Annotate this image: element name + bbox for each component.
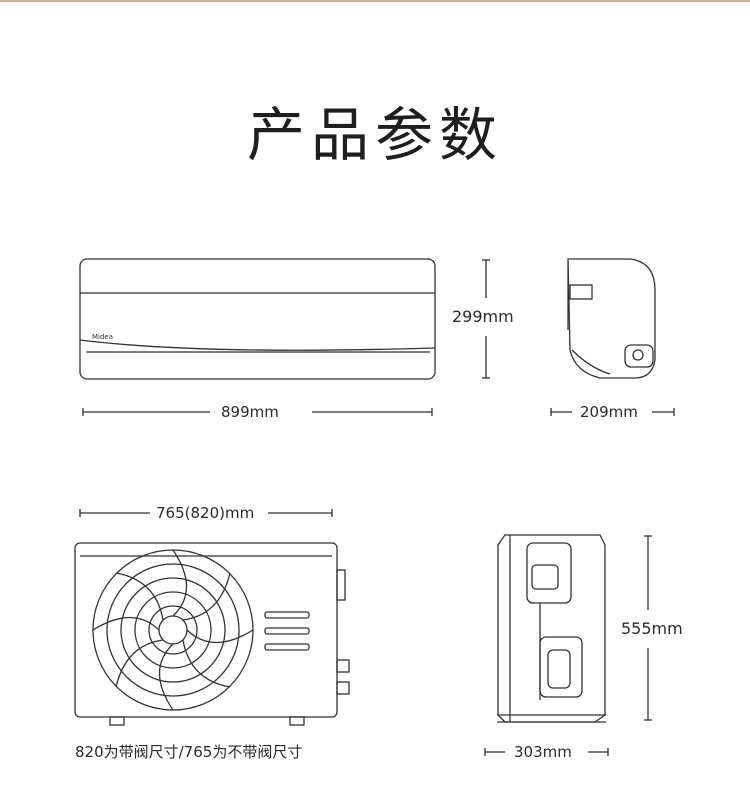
outdoor-width-dimension-line bbox=[79, 509, 333, 517]
indoor-unit-front-view bbox=[79, 258, 436, 380]
indoor-unit-side-view bbox=[567, 258, 656, 379]
outdoor-unit-front-view bbox=[74, 542, 350, 726]
outdoor-height-label: 555mm bbox=[621, 619, 683, 638]
valve-size-note: 820为带阀尺寸/765为不带阀尺寸 bbox=[75, 743, 303, 761]
indoor-width-dimension-line bbox=[82, 408, 433, 416]
outdoor-height-dimension-line bbox=[644, 535, 652, 721]
outdoor-fan-grille bbox=[92, 549, 254, 711]
outdoor-unit-side-view bbox=[497, 534, 606, 723]
brand-logo: Midea bbox=[92, 333, 113, 341]
indoor-height-dimension-line bbox=[482, 259, 490, 379]
indoor-depth-dimension-line bbox=[550, 408, 675, 416]
outdoor-depth-label: 303mm bbox=[508, 743, 578, 761]
indoor-width-label: 899mm bbox=[215, 403, 285, 421]
outdoor-width-label: 765(820)mm bbox=[150, 504, 261, 522]
indoor-depth-label: 209mm bbox=[574, 403, 644, 421]
page-title: 产品参数 bbox=[246, 101, 503, 169]
top-accent-rule bbox=[0, 0, 750, 2]
outdoor-depth-dimension-line bbox=[484, 748, 609, 756]
indoor-height-label: 299mm bbox=[452, 307, 514, 326]
